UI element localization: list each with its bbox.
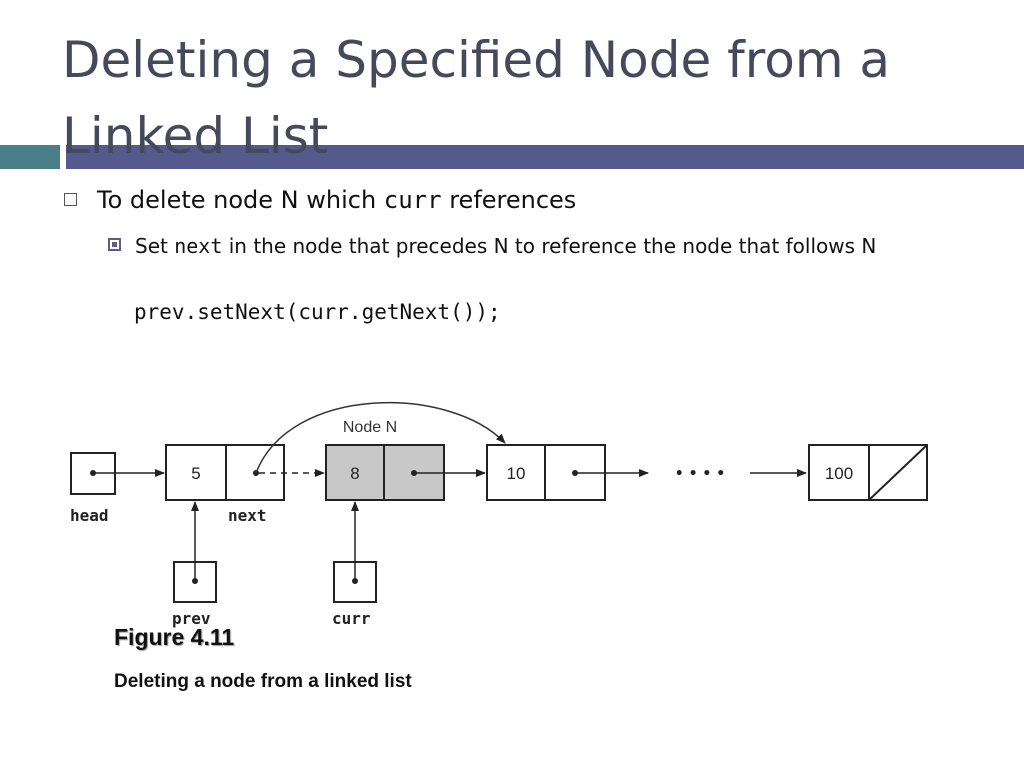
prev-label: prev <box>172 609 211 628</box>
code-statement: prev.setNext(curr.getNext()); <box>134 300 501 324</box>
linked-list-diagram: head 5 next Node N 8 10 • • • • 100 prev <box>70 402 928 628</box>
node-5-value: 5 <box>191 464 200 483</box>
code-curr: curr <box>383 186 442 214</box>
node-8: 8 <box>325 444 445 501</box>
bullet-level2: Set next in the node that precedes N to … <box>108 232 988 260</box>
figure-caption: Deleting a node from a linked list <box>114 671 412 692</box>
code-next: next <box>174 234 223 258</box>
title-accent-bar-left <box>0 145 60 169</box>
bullet-level2-text: Set next in the node that precedes N to … <box>135 234 877 258</box>
next-label: next <box>228 506 267 525</box>
curr-label: curr <box>332 609 371 628</box>
node-n-label: Node N <box>343 419 397 436</box>
node-5: 5 <box>165 444 285 501</box>
ellipsis: • • • • <box>675 466 725 482</box>
filled-square-bullet-icon <box>108 238 121 251</box>
null-reference-slash <box>868 444 928 501</box>
node-100-value: 100 <box>825 464 853 483</box>
node-100: 100 <box>808 444 928 501</box>
node-8-value: 8 <box>350 464 359 483</box>
node-10-value: 10 <box>507 464 526 483</box>
bullet-level1: To delete node N which curr references <box>64 186 576 214</box>
figure-title: Figure 4.11 <box>114 624 235 650</box>
title-accent-bar-right <box>66 145 1024 169</box>
slide-title: Deleting a Specified Node from a Linked … <box>62 31 891 165</box>
hollow-square-bullet-icon <box>64 193 77 206</box>
bypass-arc-arrow <box>255 402 506 474</box>
bullet-level1-text: To delete node N which curr references <box>97 186 577 214</box>
head-label: head <box>70 506 109 525</box>
